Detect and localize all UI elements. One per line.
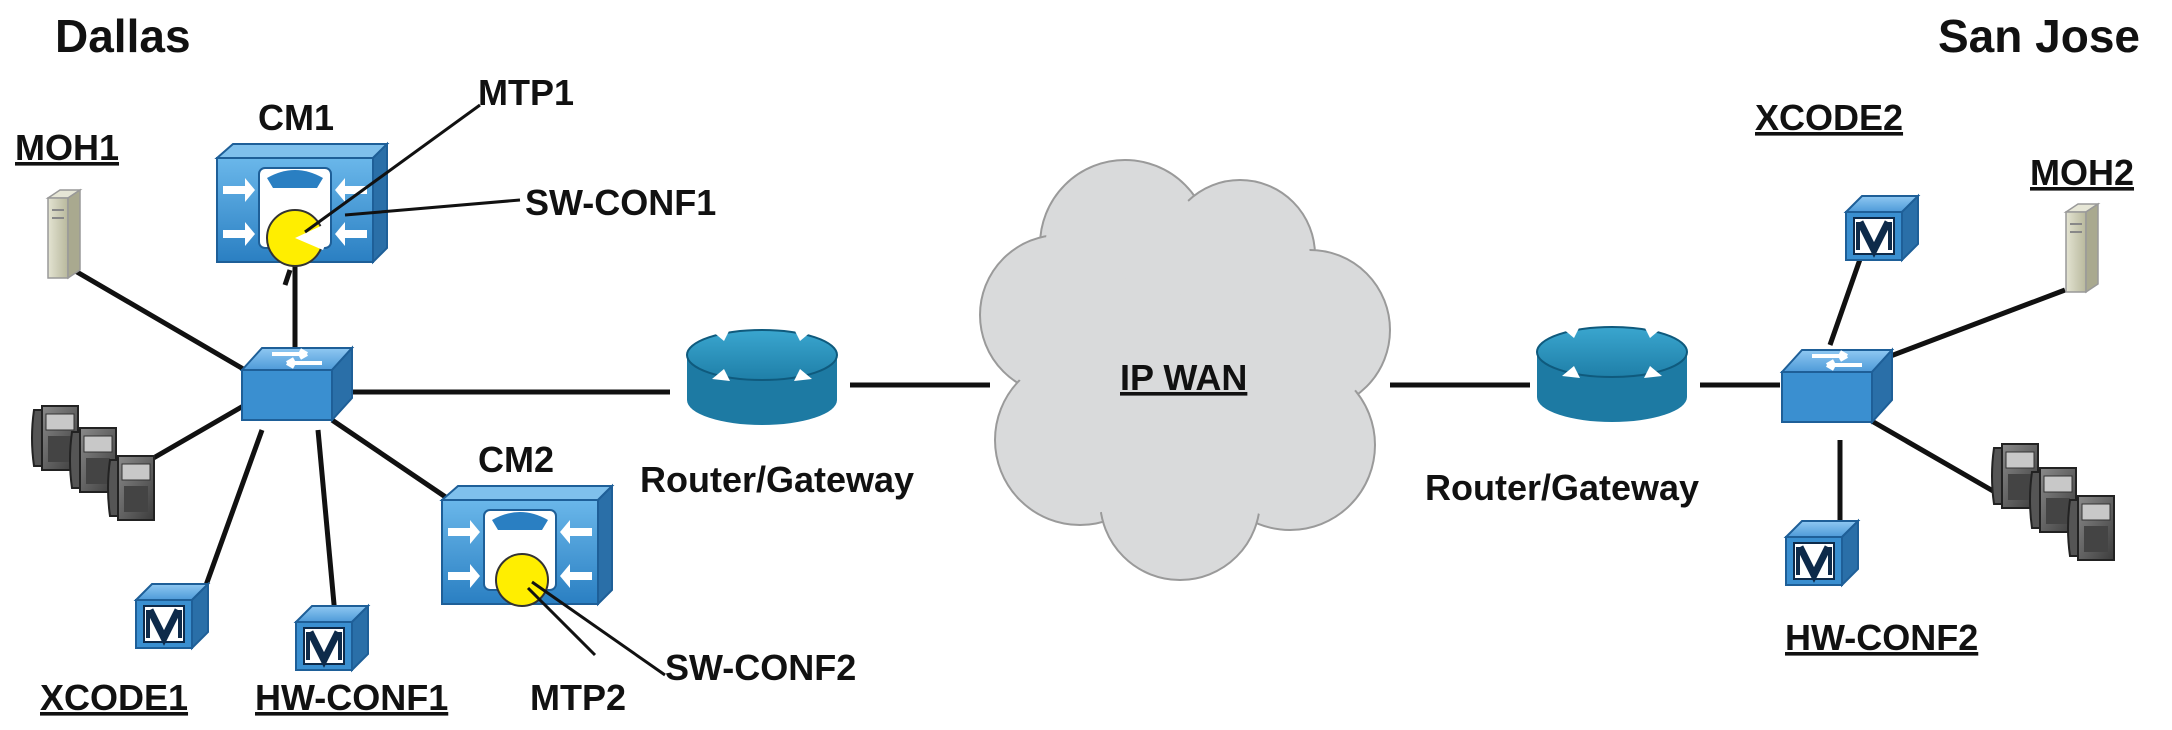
hwconf1-icon	[296, 606, 368, 670]
router-right-icon	[1536, 325, 1688, 423]
ip-wan-cloud	[979, 159, 1391, 581]
label-swconf2: SW-CONF2	[665, 647, 856, 688]
label-moh1: MOH1	[15, 127, 119, 168]
sanjose-ip-phones	[1991, 443, 2115, 561]
label-xcode1: XCODE1	[40, 677, 188, 718]
links	[63, 240, 2066, 616]
router-left-icon	[686, 328, 838, 426]
label-mtp1: MTP1	[478, 72, 574, 113]
site-label-sanjose: San Jose	[1938, 10, 2140, 62]
dallas-switch-icon	[240, 346, 354, 422]
site-label-dallas: Dallas	[55, 10, 191, 62]
label-hwconf1: HW-CONF1	[255, 677, 448, 718]
sanjose-switch-icon	[1780, 348, 1894, 424]
moh2-server-icon	[2065, 203, 2099, 293]
label-ip-wan: IP WAN	[1120, 357, 1247, 398]
label-hwconf2: HW-CONF2	[1785, 617, 1978, 658]
label-xcode2: XCODE2	[1755, 97, 1903, 138]
moh1-server-icon	[47, 189, 81, 279]
label-router-left: Router/Gateway	[640, 459, 914, 500]
label-cm2: CM2	[478, 439, 554, 480]
ip-phone-icon	[2067, 495, 2115, 561]
label-router-right: Router/Gateway	[1425, 467, 1699, 508]
hwconf2-icon	[1786, 521, 1858, 585]
label-moh2: MOH2	[2030, 152, 2134, 193]
dallas-ip-phones	[31, 405, 155, 521]
callout-lines	[304, 103, 666, 677]
label-swconf1: SW-CONF1	[525, 182, 716, 223]
label-mtp2: MTP2	[530, 677, 626, 718]
ip-phone-icon	[107, 455, 155, 521]
label-cm1: CM1	[258, 97, 334, 138]
xcode1-icon	[136, 584, 208, 648]
xcode2-icon	[1846, 196, 1918, 260]
